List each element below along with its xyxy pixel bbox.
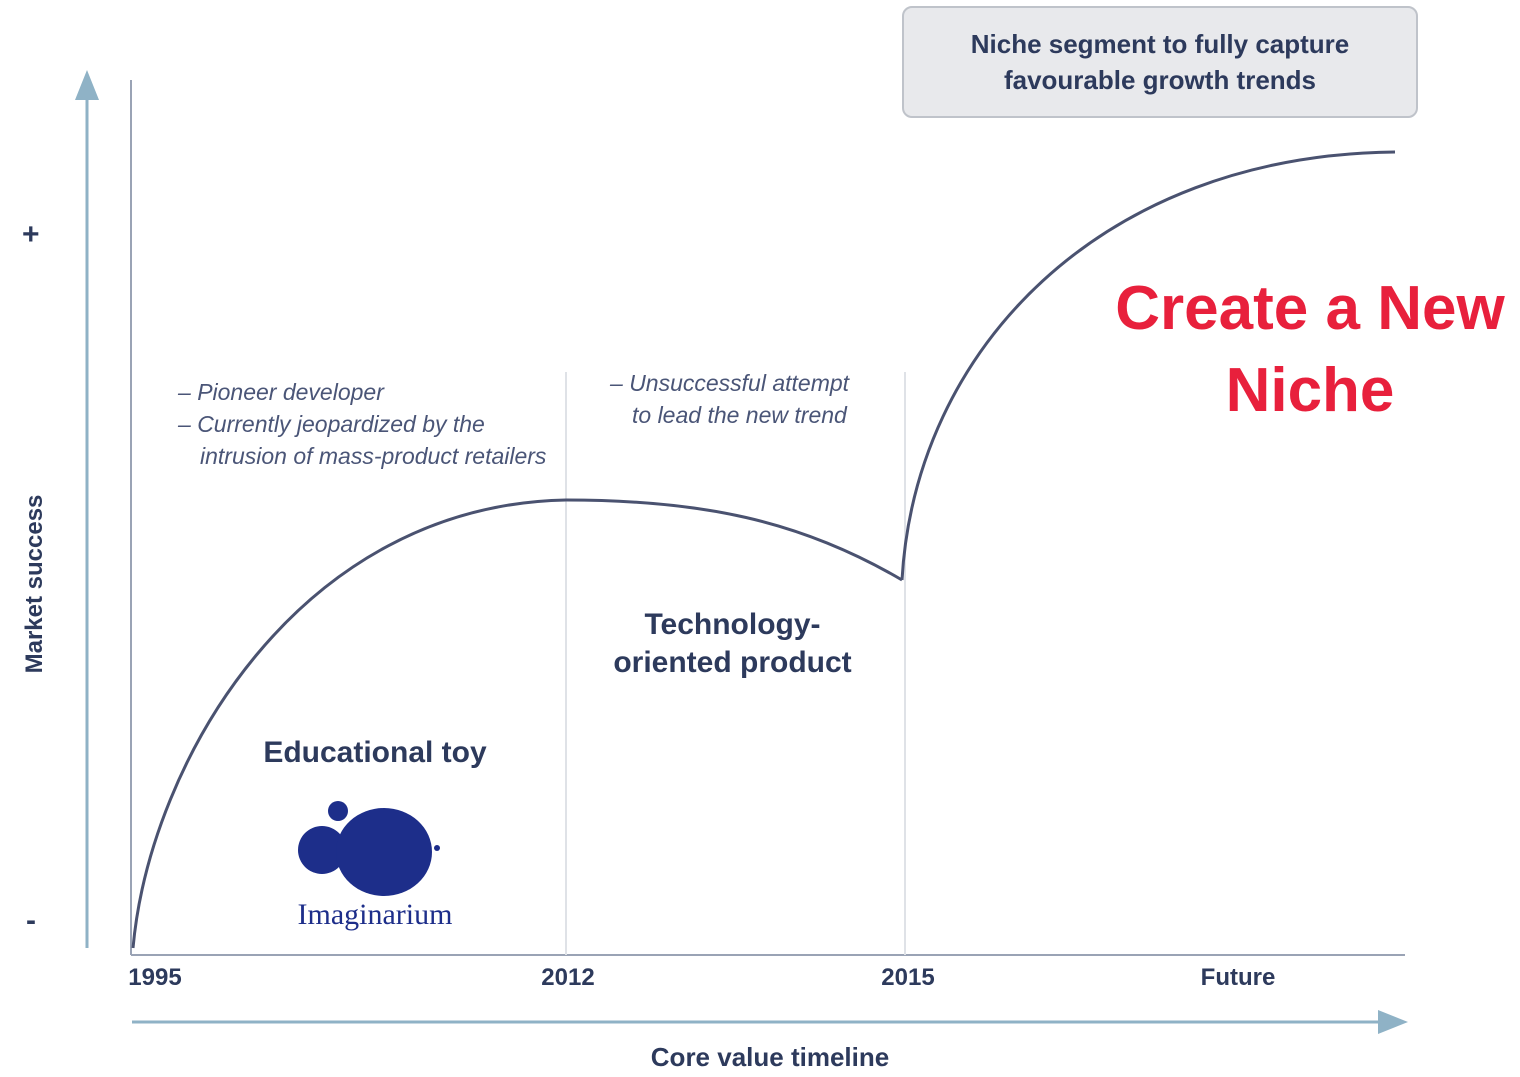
headline: Create a New Niche (1100, 268, 1520, 432)
x-tick-2015: 2015 (881, 964, 935, 991)
phase1-note-1: Pioneer developer (178, 376, 548, 408)
headline-line-2: Niche (1225, 356, 1395, 425)
phase2-label-line-1: Technology- (644, 608, 821, 641)
growth-curve-new-niche (900, 150, 1396, 581)
imaginarium-logo-text: Imaginarium (297, 898, 453, 931)
phase1-notes: Pioneer developer Currently jeopardized … (178, 376, 548, 472)
phase2-label-line-2: oriented product (613, 646, 852, 679)
callout-line-1: Niche segment to fully capture (970, 29, 1350, 59)
x-tick-1995: 1995 (128, 964, 182, 991)
y-axis-minus: - (26, 904, 36, 937)
phase2-label: Technology- oriented product (560, 606, 905, 682)
x-axis-title: Core value timeline (650, 1042, 890, 1072)
growth-curve-first (131, 498, 903, 949)
callout-box: Niche segment to fully capture favourabl… (902, 6, 1418, 118)
phase2-notes: Unsuccessful attempt to lead the new tre… (610, 367, 850, 431)
imaginarium-bubbles-logo (298, 801, 440, 896)
headline-line-1: Create a New (1115, 274, 1505, 343)
phase1-note-2: Currently jeopardized by the intrusion o… (178, 408, 548, 472)
phase2-note-1: Unsuccessful attempt to lead the new tre… (610, 367, 850, 431)
callout-line-2: favourable growth trends (1003, 65, 1317, 95)
x-tick-future: Future (1200, 964, 1276, 991)
x-tick-2012: 2012 (541, 964, 595, 991)
y-axis-title: Market success (21, 494, 48, 674)
y-axis-plus: + (22, 218, 40, 251)
phase1-label: Educational toy (263, 736, 487, 769)
